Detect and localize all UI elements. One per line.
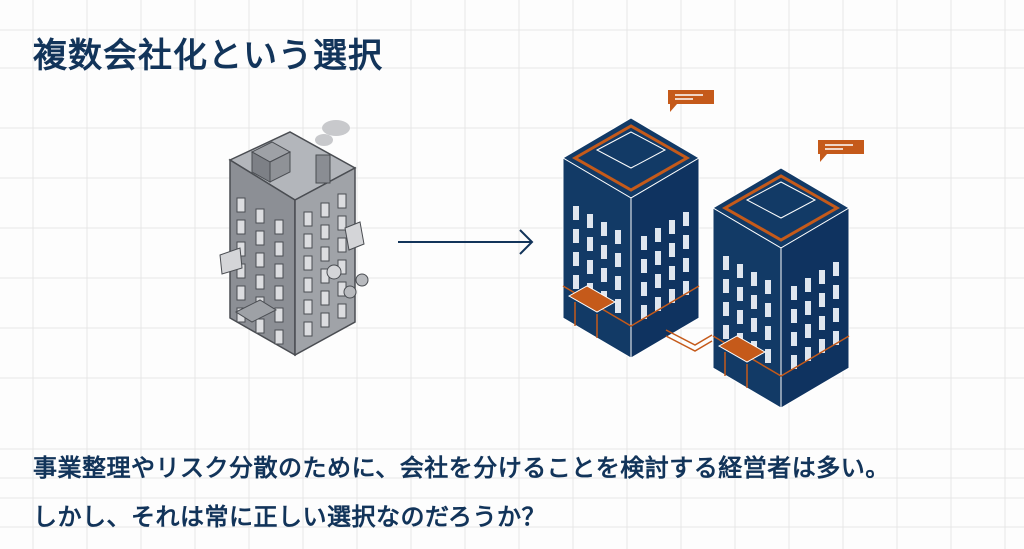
window (669, 220, 675, 234)
window (683, 258, 689, 272)
window (236, 219, 246, 235)
window (805, 301, 811, 315)
window (791, 332, 797, 346)
window (833, 308, 839, 322)
window (236, 197, 246, 213)
window (615, 253, 621, 267)
two-navy-buildings-icon (562, 90, 864, 409)
window (723, 325, 729, 339)
window (601, 268, 607, 282)
window (805, 278, 811, 292)
window (587, 260, 593, 274)
window (303, 255, 313, 271)
window (819, 316, 825, 330)
window (751, 318, 757, 332)
window (587, 237, 593, 251)
window (573, 229, 579, 243)
window (791, 309, 797, 323)
window (655, 297, 661, 311)
window (683, 235, 689, 249)
window (833, 331, 839, 345)
window (751, 295, 757, 309)
arrow-right-icon (398, 229, 534, 255)
window (765, 349, 771, 363)
window (615, 299, 621, 313)
window (655, 228, 661, 242)
window (303, 299, 313, 315)
window (723, 256, 729, 270)
window (805, 324, 811, 338)
window (819, 270, 825, 284)
window (320, 202, 330, 218)
window (669, 266, 675, 280)
window (255, 252, 265, 268)
speech-bubble-icon (818, 140, 864, 154)
window (669, 243, 675, 257)
navy-building (712, 140, 864, 409)
window (601, 222, 607, 236)
window (255, 274, 265, 290)
window (274, 241, 284, 257)
window (641, 282, 647, 296)
window (833, 285, 839, 299)
window (320, 312, 330, 328)
window (683, 281, 689, 295)
window (791, 286, 797, 300)
window (573, 252, 579, 266)
window (655, 251, 661, 265)
window (737, 264, 743, 278)
window (573, 206, 579, 220)
window (303, 321, 313, 337)
navy-building (562, 90, 714, 359)
window (236, 285, 246, 301)
window (615, 230, 621, 244)
window (683, 212, 689, 226)
window (337, 237, 347, 253)
window (601, 245, 607, 259)
window (791, 355, 797, 369)
window (320, 224, 330, 240)
window (669, 289, 675, 303)
window (255, 208, 265, 224)
window (274, 307, 284, 323)
window (819, 293, 825, 307)
window (337, 193, 347, 209)
window (765, 326, 771, 340)
window (641, 305, 647, 319)
single-gray-building-icon (219, 120, 369, 357)
body-text-line-2: しかし、それは常に正しい選択なのだろうか？ (33, 503, 547, 531)
window (641, 259, 647, 273)
window (320, 290, 330, 306)
window (255, 230, 265, 246)
window (737, 287, 743, 301)
window (765, 280, 771, 294)
window (641, 236, 647, 250)
window (615, 276, 621, 290)
window (337, 303, 347, 319)
window (274, 219, 284, 235)
window (303, 277, 313, 293)
window (751, 272, 757, 286)
window (274, 263, 284, 279)
window (337, 215, 347, 231)
window (655, 274, 661, 288)
window (274, 285, 284, 301)
window (573, 275, 579, 289)
window (303, 211, 313, 227)
window (833, 262, 839, 276)
window (723, 302, 729, 316)
window (737, 310, 743, 324)
window (765, 303, 771, 317)
window (303, 233, 313, 249)
window (723, 279, 729, 293)
window (819, 339, 825, 353)
window (587, 214, 593, 228)
body-text-line-1: 事業整理やリスク分散のために、会社を分けることを検討する経営者は多い。 (33, 454, 890, 482)
speech-bubble-icon (668, 90, 714, 104)
window (274, 329, 284, 345)
window (255, 318, 265, 334)
window (805, 347, 811, 361)
slide-title: 複数会社化という選択 (33, 36, 383, 76)
window (320, 246, 330, 262)
